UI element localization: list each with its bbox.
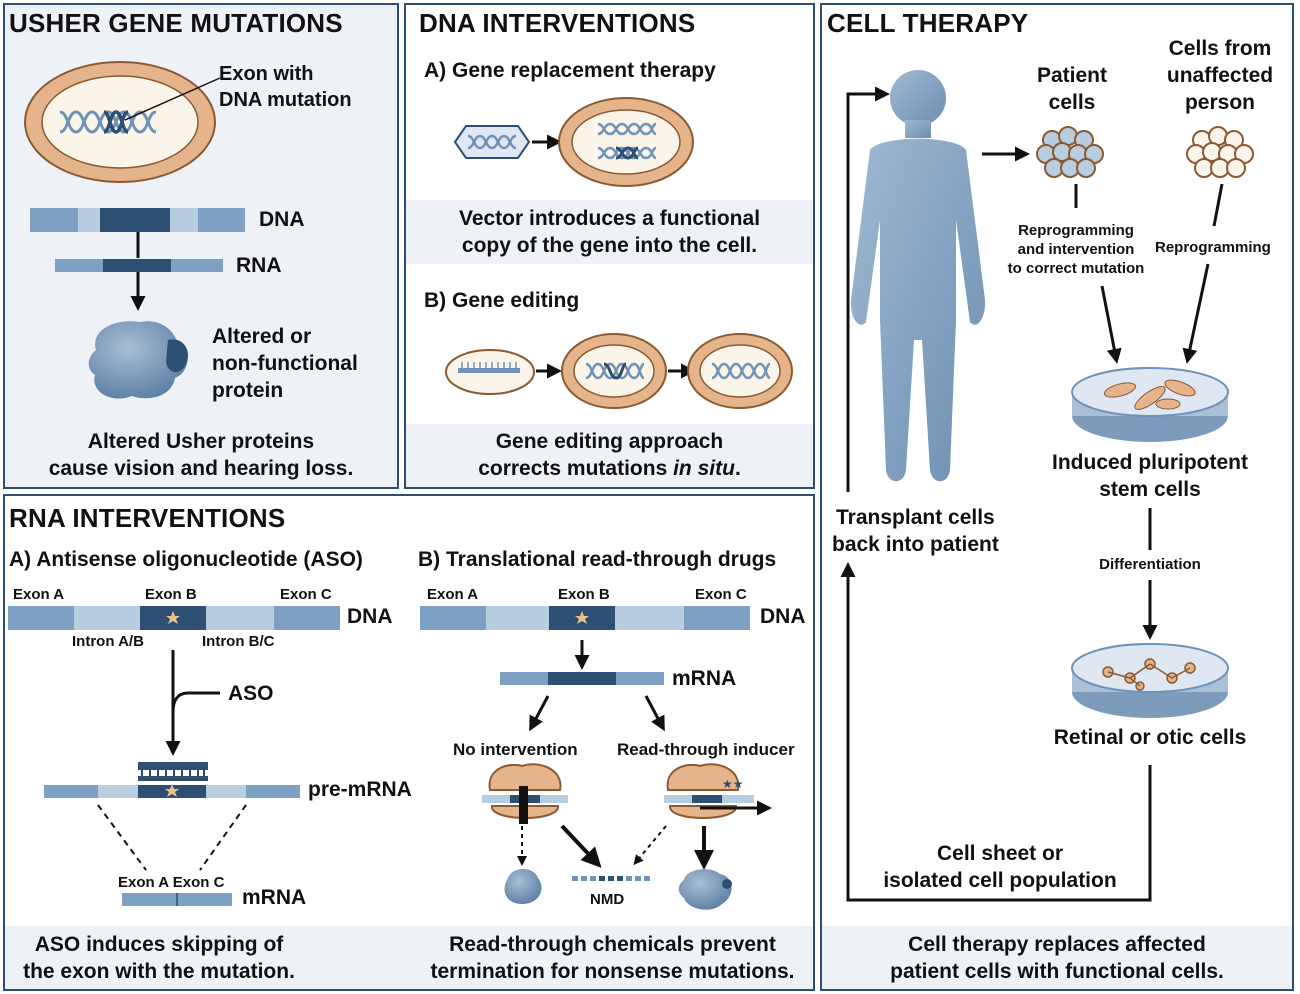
reprogramming-intervention-2: and intervention bbox=[1017, 241, 1135, 258]
truncated-protein-icon bbox=[504, 869, 542, 904]
aso-exon-c-label: Exon C bbox=[280, 586, 332, 603]
reprogramming-intervention-1: Reprogramming bbox=[1018, 222, 1134, 239]
retinal-otic-label: Retinal or otic cells bbox=[1053, 726, 1247, 749]
usher-title: USHER GENE MUTATIONS bbox=[9, 8, 343, 38]
usher-rna-label: RNA bbox=[236, 254, 282, 277]
unaffected-label-2: unaffected bbox=[1166, 64, 1274, 87]
aso-exon-a-label: Exon A bbox=[13, 586, 65, 603]
gene-replacement-title: A) Gene replacement therapy bbox=[424, 59, 716, 82]
rna-interventions-title: RNA INTERVENTIONS bbox=[9, 503, 286, 533]
usher-cell-icon bbox=[24, 61, 221, 183]
human-body-icon bbox=[850, 70, 986, 482]
cell-sheet-label-1: Cell sheet or bbox=[936, 842, 1064, 865]
intron-ab-label: Intron A/B bbox=[72, 633, 144, 650]
rt-dna-label: DNA bbox=[760, 605, 806, 628]
readthrough-mrna-bar bbox=[500, 672, 664, 685]
edited-cell-corrected-icon bbox=[687, 333, 793, 409]
unaffected-cells-icon bbox=[1186, 126, 1254, 178]
rna-interventions-panel bbox=[3, 494, 815, 991]
protein-label-3: protein bbox=[212, 379, 284, 402]
gene-replacement-caption-2: copy of the gene into the cell. bbox=[461, 234, 758, 257]
dna-interventions-title: DNA INTERVENTIONS bbox=[419, 8, 696, 38]
readthrough-inducer-label: Read-through inducer bbox=[617, 740, 795, 759]
transplant-label-2: back into patient bbox=[832, 533, 999, 556]
patient-cells-label-2: cells bbox=[1048, 91, 1096, 114]
rt-exon-b-label: Exon B bbox=[558, 586, 610, 603]
in-situ-text: in situ bbox=[673, 457, 735, 480]
readthrough-dna-bar bbox=[420, 606, 750, 630]
ipsc-label-1: Induced pluripotent bbox=[1052, 451, 1248, 474]
nmd-fragments-icon bbox=[572, 876, 650, 881]
editing-tool-icon bbox=[445, 349, 535, 395]
usher-caption-2: cause vision and hearing loss. bbox=[48, 457, 354, 480]
gene-replacement-cell-icon bbox=[558, 97, 694, 187]
edited-cell-mutant-icon bbox=[561, 333, 667, 409]
gene-editing-caption-2-period: . bbox=[734, 457, 741, 480]
dna-a-caption-band bbox=[406, 200, 813, 264]
gene-editing-caption-1: Gene editing approach bbox=[495, 430, 724, 453]
readthrough-caption-2: termination for nonsense mutations. bbox=[430, 960, 795, 983]
reprogramming-right-label: Reprogramming bbox=[1155, 239, 1271, 256]
unaffected-label-3: person bbox=[1184, 91, 1255, 114]
unaffected-label-1: Cells from bbox=[1168, 37, 1272, 60]
no-intervention-label: No intervention bbox=[453, 740, 578, 759]
aso-dna-label: DNA bbox=[347, 605, 393, 628]
aso-caption-2: the exon with the mutation. bbox=[23, 960, 295, 983]
aso-mrna-bar bbox=[122, 893, 232, 906]
full-protein-icon bbox=[678, 869, 732, 910]
vector-icon bbox=[453, 125, 531, 159]
rt-exon-a-label: Exon A bbox=[427, 586, 479, 603]
differentiation-label: Differentiation bbox=[1070, 556, 1230, 574]
svg-text:★★: ★★ bbox=[722, 777, 744, 791]
nmd-label: NMD bbox=[590, 891, 625, 908]
exon-mutation-label-2: DNA mutation bbox=[219, 89, 352, 111]
gene-replacement-caption-1: Vector introduces a functional bbox=[458, 207, 761, 230]
ribosome-no-intervention-icon bbox=[482, 763, 568, 824]
mrna-exons-label: Exon A Exon C bbox=[118, 874, 225, 891]
rt-mrna-label: mRNA bbox=[672, 667, 737, 690]
pre-mrna-bar bbox=[44, 784, 300, 798]
patient-cells-label-1: Patient bbox=[1036, 64, 1107, 87]
rna-caption-band bbox=[5, 926, 813, 989]
pre-mrna-label: pre-mRNA bbox=[308, 778, 412, 801]
dna-b-caption-band bbox=[406, 424, 813, 487]
usher-rna-bar bbox=[55, 259, 223, 272]
ipsc-label-2: stem cells bbox=[1099, 478, 1201, 501]
ribosome-readthrough-icon: ★★ bbox=[664, 763, 772, 819]
aso-label: ASO bbox=[228, 682, 274, 705]
cell-therapy-caption-2: patient cells with functional cells. bbox=[890, 960, 1224, 983]
usher-caption-1: Altered Usher proteins bbox=[87, 430, 315, 453]
aso-mrna-label: mRNA bbox=[242, 886, 307, 909]
readthrough-title: B) Translational read-through drugs bbox=[418, 548, 777, 571]
readthrough-caption-1: Read-through chemicals prevent bbox=[449, 933, 776, 956]
transplant-label-1: Transplant cells bbox=[836, 506, 995, 529]
exon-mutation-label-1: Exon with bbox=[219, 63, 314, 85]
cell-therapy-caption-1: Cell therapy replaces affected bbox=[908, 933, 1206, 956]
patient-cells-icon bbox=[1036, 126, 1104, 178]
retinal-dish-icon bbox=[1071, 643, 1229, 718]
cell-sheet-label-2: isolated cell population bbox=[883, 869, 1117, 892]
cell-therapy-title: CELL THERAPY bbox=[827, 8, 1029, 38]
altered-protein-icon bbox=[88, 321, 188, 399]
reprogramming-intervention-3: to correct mutation bbox=[1007, 260, 1145, 277]
intron-bc-label: Intron B/C bbox=[202, 633, 275, 650]
usher-dna-bar bbox=[30, 208, 245, 232]
protein-label-2: non-functional bbox=[212, 352, 358, 375]
gene-editing-caption-2-text: corrects mutations bbox=[478, 457, 674, 480]
protein-label-1: Altered or bbox=[212, 325, 312, 348]
rt-exon-c-label: Exon C bbox=[695, 586, 747, 603]
aso-caption-1: ASO induces skipping of bbox=[34, 933, 284, 956]
aso-exon-b-label: Exon B bbox=[145, 586, 197, 603]
cell-caption-band bbox=[822, 926, 1292, 989]
aso-dna-bar bbox=[8, 606, 340, 630]
aso-oligo-icon bbox=[138, 762, 208, 781]
gene-editing-title: B) Gene editing bbox=[424, 289, 580, 312]
gene-editing-caption-2: corrects mutations in situ. bbox=[404, 457, 815, 481]
ipsc-dish-icon bbox=[1071, 367, 1229, 442]
usher-dna-label: DNA bbox=[259, 208, 305, 231]
aso-title: A) Antisense oligonucleotide (ASO) bbox=[9, 548, 363, 571]
